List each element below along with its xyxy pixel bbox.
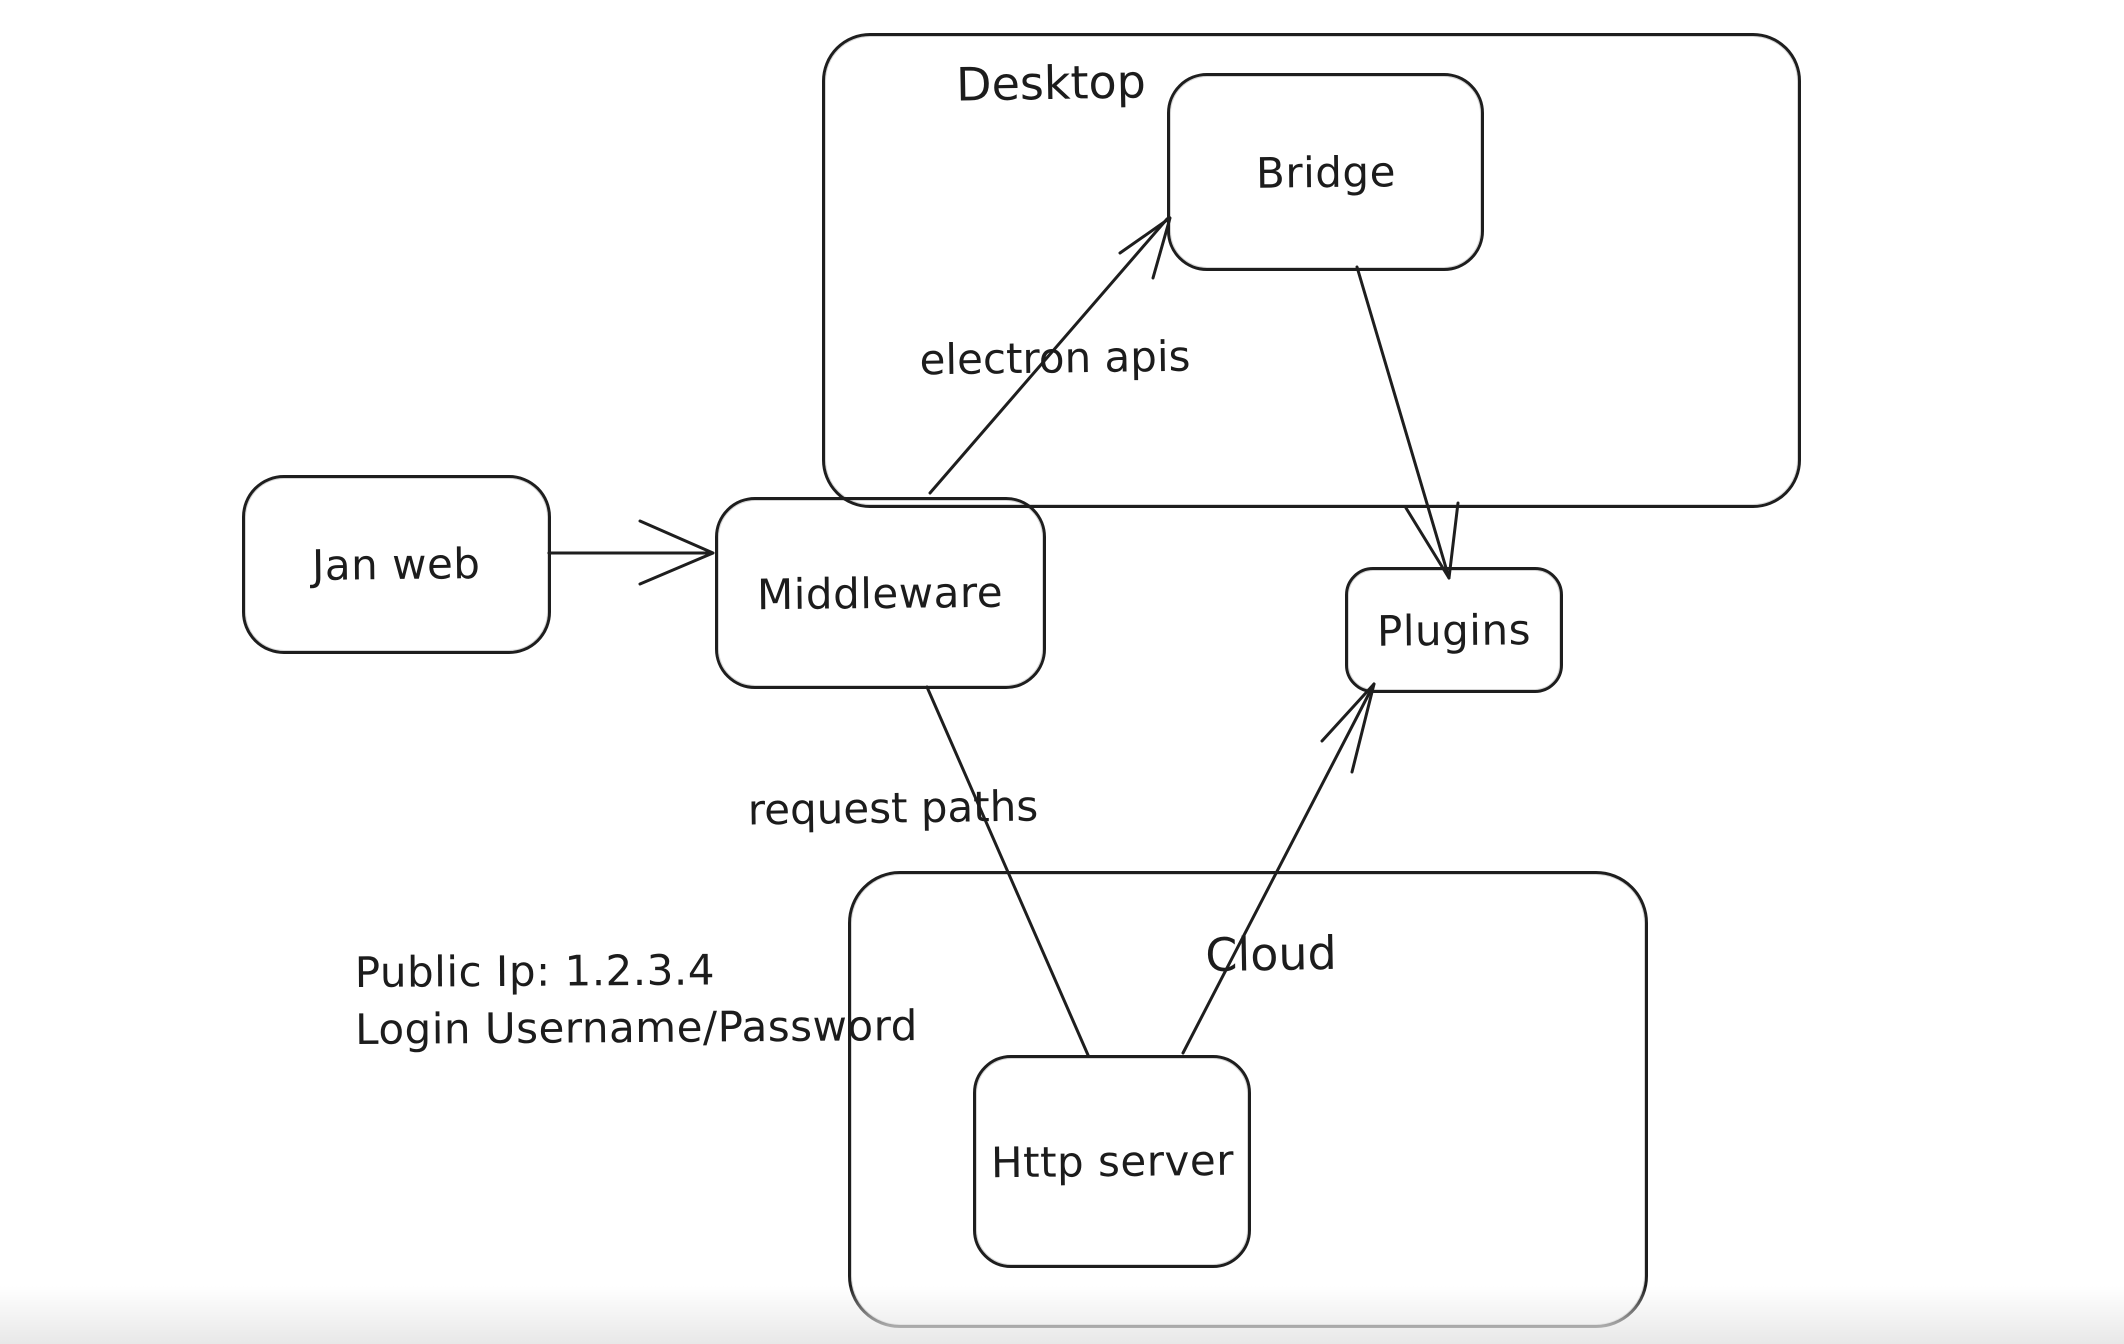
edge-jan-web-to-middleware[interactable] xyxy=(547,519,715,586)
edge-middleware-to-bridge[interactable] xyxy=(928,216,1172,495)
edge-middleware-to-http-server[interactable] xyxy=(925,685,1090,1057)
http-server-node[interactable]: Http server xyxy=(973,1055,1251,1268)
desktop-container[interactable]: Desktop xyxy=(822,33,1801,508)
electron-apis-edge-label[interactable]: electron apis xyxy=(919,331,1191,385)
plugins-node[interactable]: Plugins xyxy=(1345,567,1563,693)
bridge-node[interactable]: Bridge xyxy=(1167,73,1484,271)
public-ip-login-note[interactable]: Public Ip: 1.2.3.4 Login Username/Passwo… xyxy=(355,940,918,1058)
request-paths-edge-label[interactable]: request paths xyxy=(747,781,1039,835)
jan-web-node[interactable]: Jan web xyxy=(242,475,551,654)
public-ip-note-line: Public Ip: 1.2.3.4 xyxy=(354,945,716,997)
edge-http-server-to-plugins[interactable] xyxy=(1181,682,1376,1055)
login-note-line: Login Username/Password xyxy=(355,1001,918,1054)
edge-bridge-to-plugins[interactable] xyxy=(1355,265,1460,580)
middleware-node[interactable]: Middleware xyxy=(715,497,1046,689)
